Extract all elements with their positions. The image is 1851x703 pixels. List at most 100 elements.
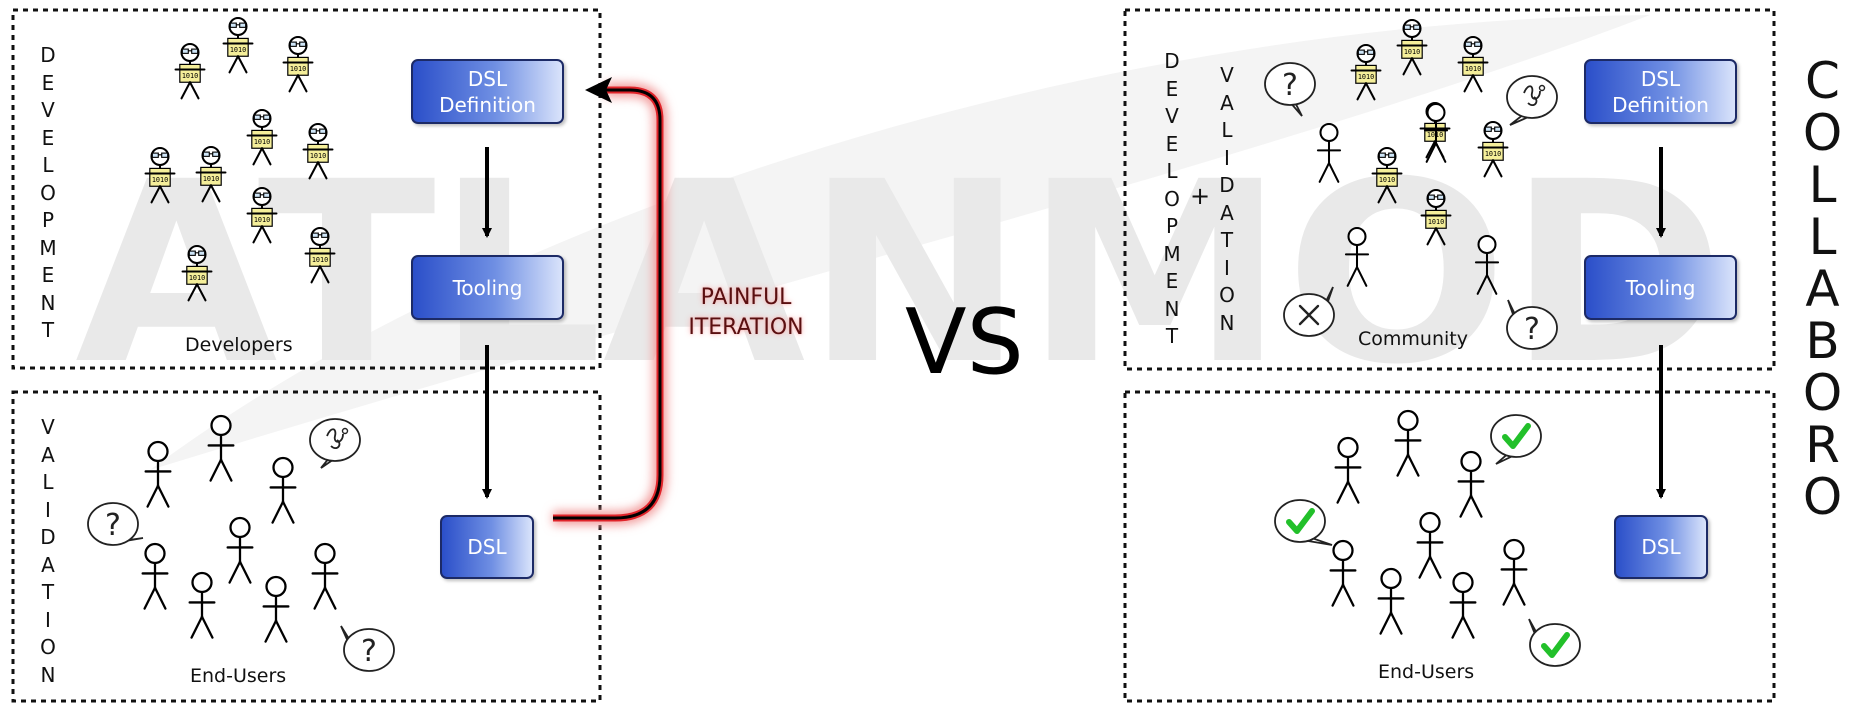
developer-figure: 1010 — [1477, 120, 1509, 178]
dsl-definition-box[interactable]: DSL Definition — [411, 59, 564, 124]
tooling-box-right[interactable]: Tooling — [1584, 255, 1737, 320]
cross-bubble-icon — [1283, 286, 1335, 337]
right-validation-letter: O — [1219, 283, 1235, 307]
svg-text:1010: 1010 — [203, 175, 219, 183]
dsl-box-right[interactable]: DSL — [1614, 515, 1708, 579]
end-user-figure — [269, 456, 297, 524]
svg-text:1010: 1010 — [1358, 73, 1374, 81]
community-caption: Community — [1358, 328, 1468, 350]
developer-figure: 1010 — [1457, 35, 1489, 93]
dsl-definition-box-right[interactable]: DSL Definition — [1584, 59, 1737, 124]
end-user-figure — [1457, 450, 1485, 518]
developer-figure: 1010 — [246, 186, 278, 244]
tooling-box[interactable]: Tooling — [411, 255, 564, 320]
end-user-figure — [144, 440, 172, 508]
developer-figure: 1010 — [1420, 188, 1452, 246]
vs-label: VS — [905, 290, 1024, 395]
end-user-figure — [1474, 234, 1500, 295]
right-validation-letter: A — [1220, 200, 1234, 225]
left-validation-letter: O — [40, 635, 56, 659]
collaboro-letter: O — [1802, 364, 1843, 422]
end-user-figure — [311, 542, 339, 610]
right-development-letter: P — [1165, 214, 1179, 238]
end-users-caption-right: End-Users — [1378, 661, 1475, 683]
svg-text:1010: 1010 — [254, 138, 270, 146]
svg-text:1010: 1010 — [1485, 150, 1501, 158]
left-validation-letter: D — [40, 525, 56, 549]
collaboro-letter: R — [1805, 416, 1840, 474]
left-validation-letter: T — [41, 580, 55, 604]
left-development-frame — [11, 8, 602, 370]
developer-figure: 1010 — [1350, 43, 1382, 101]
dsl-box[interactable]: DSL — [440, 515, 534, 579]
developers-caption: Developers — [185, 334, 293, 356]
developer-figure: 1010 — [222, 16, 254, 74]
question-bubble-icon: ? — [1264, 62, 1316, 117]
check-bubble-icon — [1274, 499, 1333, 546]
end-user-figure — [207, 414, 235, 482]
collaboro-letter: B — [1805, 312, 1840, 370]
right-development-letter: E — [1165, 269, 1179, 293]
developer-figure: 1010 — [195, 145, 227, 203]
svg-text:?: ? — [361, 634, 377, 669]
plus-sign: + — [1190, 182, 1211, 210]
right-validation-letter: A — [1220, 90, 1234, 115]
svg-text:1010: 1010 — [152, 176, 168, 184]
left-validation-letter: A — [41, 442, 55, 467]
left-development-letter: N — [40, 290, 56, 315]
left-validation-letter: V — [41, 415, 55, 439]
check-bubble-icon — [1490, 414, 1542, 465]
svg-text:1010: 1010 — [189, 274, 205, 282]
left-validation-frame — [11, 390, 602, 703]
collaboro-letter: L — [1808, 208, 1837, 266]
end-user-figure — [1316, 122, 1342, 183]
svg-text:?: ? — [1282, 68, 1298, 103]
right-development-letter: V — [1165, 104, 1179, 128]
left-development-letter: L — [42, 153, 54, 177]
question-bubble-icon: ? — [87, 502, 144, 546]
scribble-bubble-icon — [1506, 75, 1558, 126]
svg-text:1010: 1010 — [254, 216, 270, 224]
end-user-figure — [1334, 436, 1362, 504]
right-development-letter: N — [1164, 296, 1180, 321]
end-user-figure — [1449, 571, 1477, 639]
left-development-letter: E — [41, 263, 55, 287]
right-development-letter: L — [1166, 159, 1178, 183]
left-development-letter: E — [41, 70, 55, 95]
right-development-letter: M — [1163, 241, 1181, 266]
collaboro-letter: O — [1802, 104, 1843, 162]
end-user-figure — [1394, 409, 1422, 477]
end-user-figure — [1377, 567, 1405, 635]
right-validation-letter: D — [1219, 173, 1235, 197]
end-user-figure — [1344, 226, 1370, 287]
check-bubble-icon — [1528, 618, 1581, 667]
left-development-letter: D — [40, 43, 56, 67]
svg-text:1010: 1010 — [182, 72, 198, 80]
end-user-figure — [1416, 511, 1444, 579]
svg-text:1010: 1010 — [310, 152, 326, 160]
developer-figure: 1010 — [302, 122, 334, 180]
svg-text:1010: 1010 — [1379, 176, 1395, 184]
svg-text:1010: 1010 — [290, 65, 306, 73]
left-development-letter: V — [41, 98, 55, 122]
painful-iteration-arrow — [553, 77, 667, 525]
left-validation-letter: N — [40, 662, 56, 687]
right-development-letter: O — [1164, 186, 1180, 211]
developer-figure: 1010 — [1371, 146, 1403, 204]
end-users-caption: End-Users — [190, 665, 287, 687]
developer-figure: 1010 — [181, 244, 213, 302]
svg-text:1010: 1010 — [1404, 48, 1420, 56]
right-development-letter: D — [1164, 49, 1180, 73]
developer-figure: 1010 — [282, 35, 314, 93]
right-community-frame — [1123, 8, 1776, 371]
right-validation-letter: V — [1220, 63, 1234, 87]
left-validation-letter: I — [45, 607, 51, 632]
svg-text:?: ? — [105, 508, 121, 543]
question-bubble-icon: ? — [340, 625, 395, 672]
left-development-letter: P — [41, 208, 55, 232]
